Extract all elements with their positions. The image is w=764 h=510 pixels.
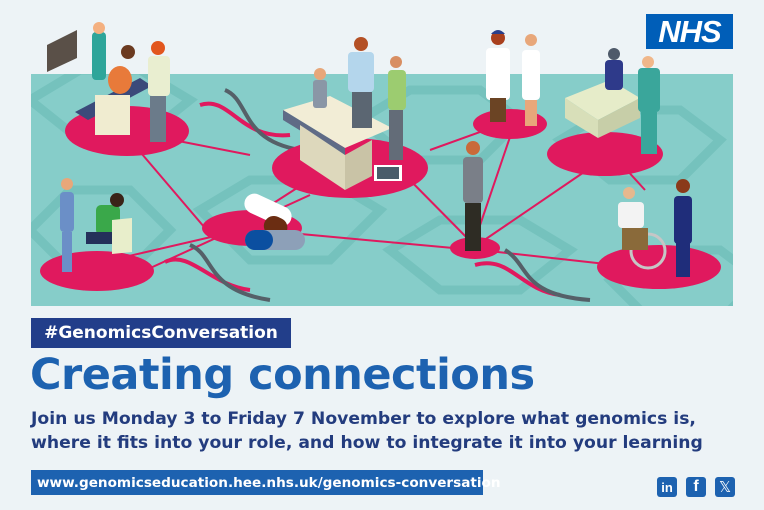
nhs-logo-text: NHS — [658, 14, 721, 49]
event-description-line-1: Join us Monday 3 to Friday 7 November to… — [31, 409, 696, 429]
nhs-logo: NHS — [646, 14, 733, 49]
dna-helices — [164, 88, 591, 302]
medication-capsules — [244, 193, 305, 250]
wheelchair-patient-scene — [618, 179, 692, 277]
x-twitter-icon[interactable]: 𝕏 — [715, 477, 735, 497]
blood-test-scene — [60, 178, 132, 272]
ultrasound-screen — [47, 30, 77, 72]
website-link[interactable]: www.genomicseducation.hee.nhs.uk/genomic… — [31, 470, 501, 495]
healthcare-illustration — [31, 22, 733, 306]
hashtag-banner: #GenomicsConversation — [31, 318, 291, 348]
clinician-with-tablet — [463, 141, 483, 251]
ultrasound-scene — [75, 22, 170, 142]
linkedin-icon[interactable]: in — [657, 477, 677, 497]
event-description: Join us Monday 3 to Friday 7 November to… — [31, 407, 751, 455]
doctors-conversation-scene — [486, 30, 540, 126]
headline: Creating connections — [30, 350, 535, 400]
consultation-bed-scene — [283, 37, 406, 190]
event-description-line-2: where it fits into your role, and how to… — [31, 433, 703, 453]
facebook-icon[interactable]: f — [686, 477, 706, 497]
incubator-scene — [565, 48, 660, 154]
